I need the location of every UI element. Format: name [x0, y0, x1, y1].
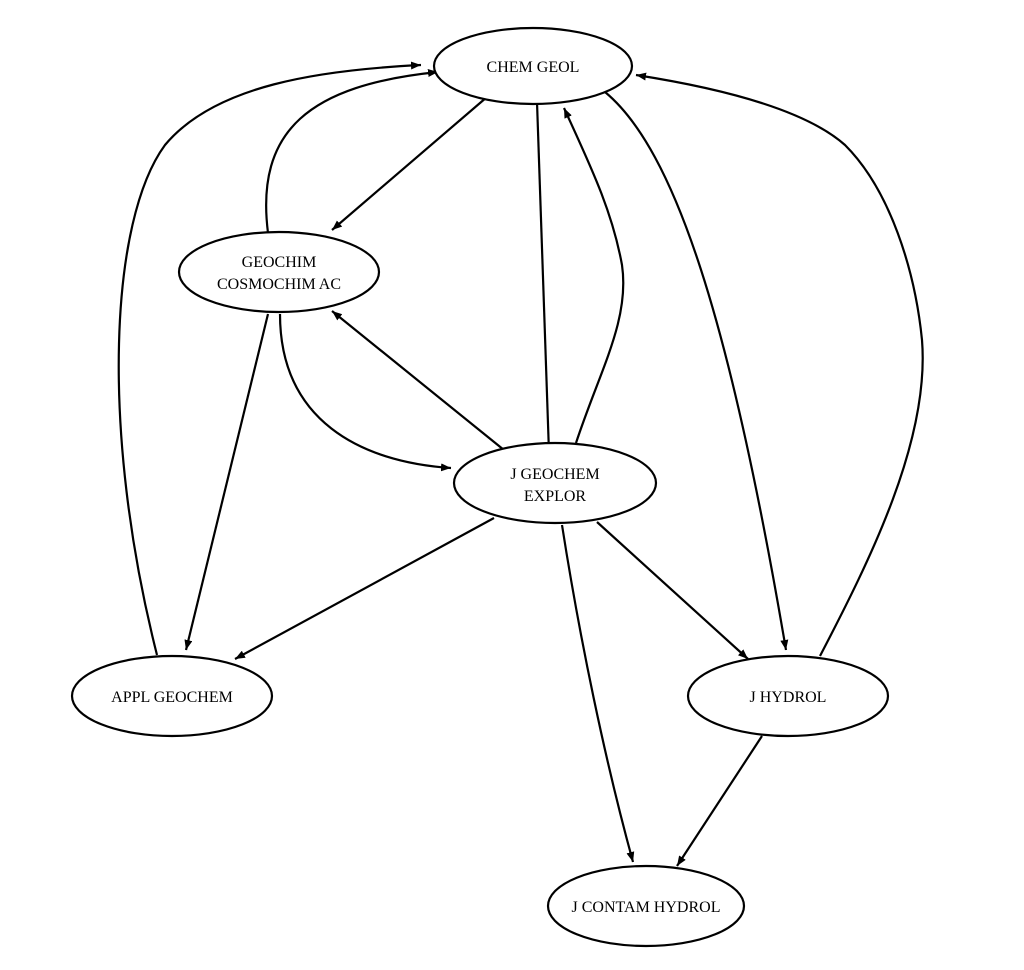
node-geochim-cosmochim-ac[interactable]: GEOCHIM COSMOCHIM AC [177, 230, 381, 314]
node-label-line-2: COSMOCHIM AC [217, 276, 341, 293]
node-label-line-1: GEOCHIM [242, 254, 317, 271]
edge-chem-geol-to-j-geochem [535, 101, 553, 454]
edge-j-geochem-to-j-contam [560, 524, 635, 863]
node-label: J CONTAM HYDROL [572, 899, 721, 916]
node-label: CHEM GEOL [487, 59, 580, 76]
edge-appl-geochem-to-chem-geol [117, 61, 422, 656]
node-label-line-2: EXPLOR [524, 488, 587, 505]
edge-j-geochem-to-j-hydrol [596, 521, 749, 660]
node-label: APPL GEOCHEM [111, 689, 233, 706]
edge-j-geochem-to-geochim [331, 310, 505, 451]
edge-chem-geol-to-j-hydrol [604, 91, 789, 651]
node-label: J HYDROL [750, 689, 827, 706]
edge-geochim-to-chem-geol [265, 69, 439, 234]
edge-geochim-to-j-geochem [278, 313, 452, 472]
node-j-contam-hydrol[interactable]: J CONTAM HYDROL [546, 864, 746, 948]
edge-j-geochem-to-chem-geol [562, 107, 625, 444]
node-label-line-1: J GEOCHEM [510, 466, 599, 483]
edge-j-hydrol-to-j-contam [676, 735, 763, 867]
edge-j-geochem-to-appl-geochem [234, 517, 495, 660]
node-j-geochem-explor[interactable]: J GEOCHEM EXPLOR [452, 441, 658, 525]
edge-chem-geol-to-geochim [331, 96, 488, 231]
node-j-hydrol[interactable]: J HYDROL [686, 654, 890, 738]
edges [117, 61, 924, 867]
node-chem-geol[interactable]: CHEM GEOL [432, 26, 634, 106]
node-appl-geochem[interactable]: APPL GEOCHEM [70, 654, 274, 738]
edge-geochim-to-appl-geochem [184, 313, 270, 651]
edge-j-hydrol-to-chem-geol [635, 72, 924, 657]
